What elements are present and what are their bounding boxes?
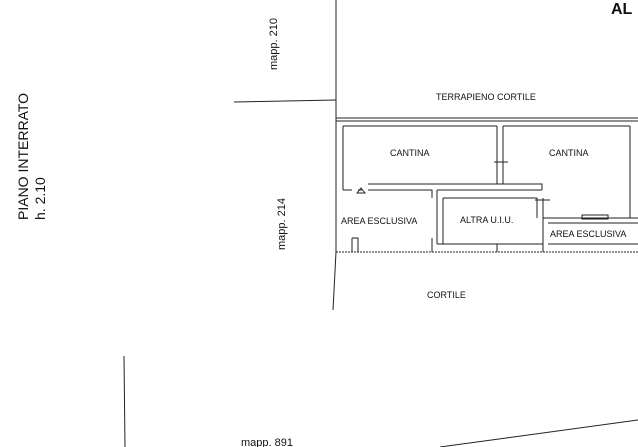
area-label-cellar-right: CANTINA	[549, 148, 589, 158]
area-label-courtyard: CORTILE	[427, 290, 466, 300]
other-unit-walls	[436, 197, 544, 252]
boundary-line-south-left	[123, 355, 126, 447]
parcel-label-north: mapp. 210	[268, 18, 280, 70]
area-label-exclusive-right: AREA ESCLUSIVA	[550, 229, 626, 239]
lower-wall	[335, 237, 543, 252]
parcel-label-south: mapp. 891	[241, 437, 293, 447]
cellar-bottom-wall	[343, 183, 543, 198]
outer-wall	[336, 120, 638, 218]
area-label-cellar-left: CANTINA	[390, 148, 430, 158]
boundary-line-south-diagonal	[439, 419, 638, 447]
parcel-label-west: mapp. 214	[276, 198, 288, 250]
area-label-other-unit: ALTRA U.I.U.	[460, 215, 513, 225]
level-marker-triangle	[355, 187, 367, 194]
corner-label: AL	[611, 1, 633, 18]
boundary-line-north-parcel	[233, 99, 337, 103]
floor-title: PIANO INTERRATO	[15, 93, 31, 220]
area-label-embankment: TERRAPIENO CORTILE	[436, 92, 536, 102]
area-label-exclusive-left: AREA ESCLUSIVA	[341, 216, 417, 226]
floor-height: h. 2.10	[32, 177, 48, 220]
boundary-line-lower	[332, 251, 337, 311]
window-mark	[581, 214, 609, 220]
